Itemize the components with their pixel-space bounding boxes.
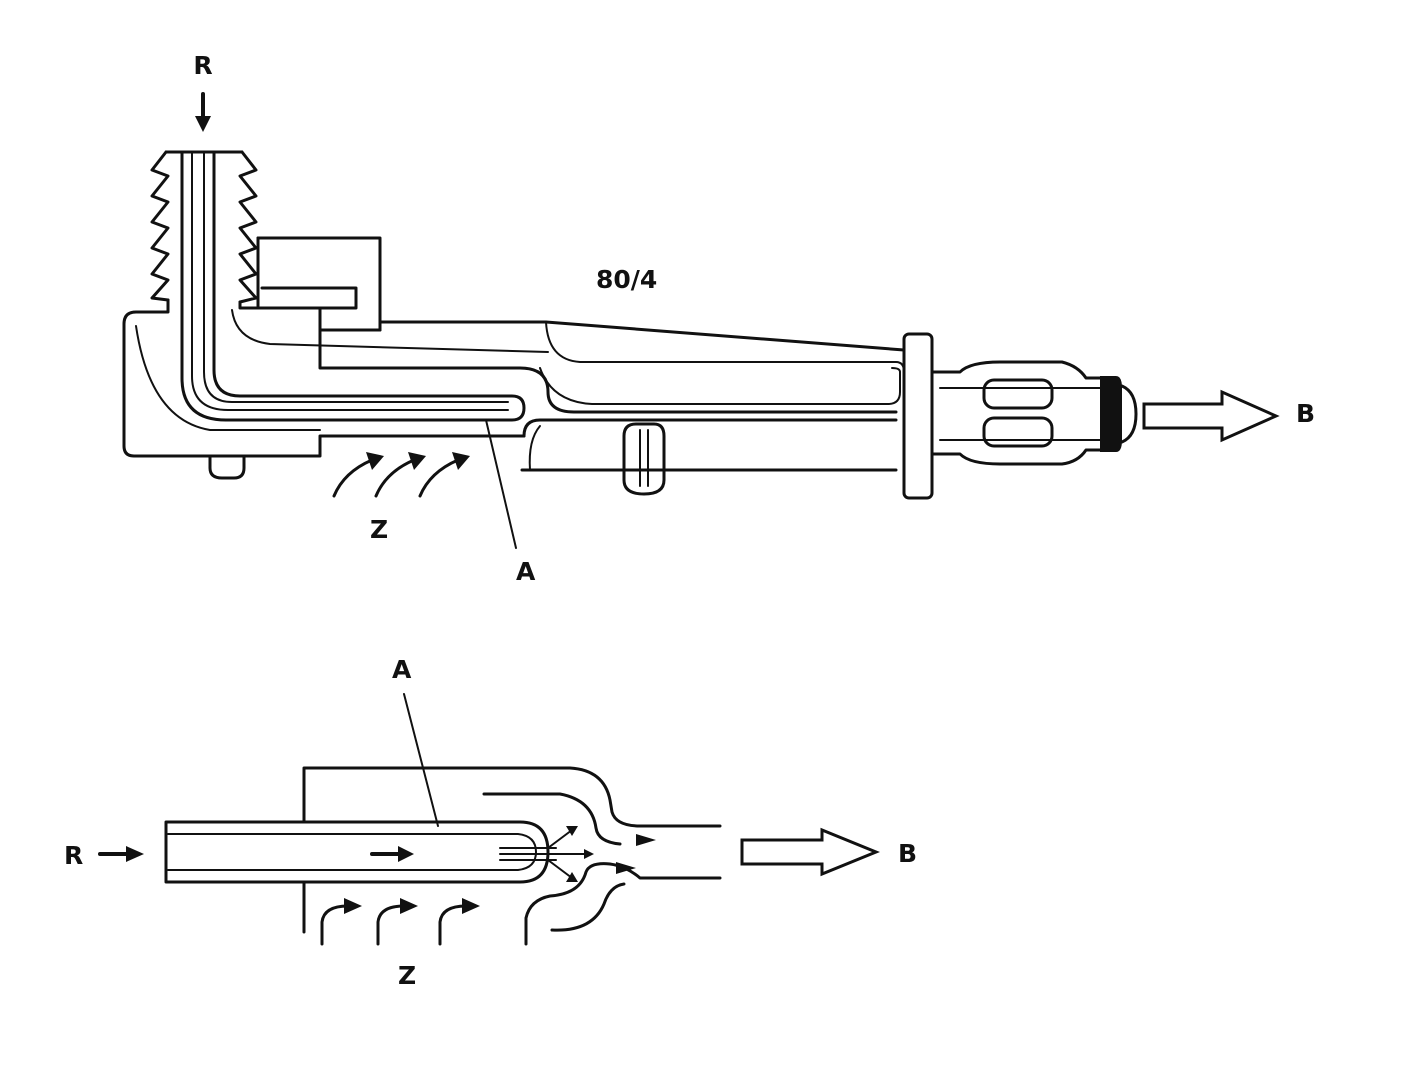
diffuser-inner-lower-wall bbox=[550, 882, 626, 932]
mounting-flange bbox=[902, 332, 934, 500]
suction-label-z-top: Z bbox=[370, 515, 388, 544]
outlet-arrow-top bbox=[1142, 389, 1280, 443]
outlet-arrow-detail bbox=[740, 827, 880, 877]
jet-pump-assembly-drawing: R bbox=[122, 51, 1315, 586]
outlet-coupling bbox=[930, 360, 1138, 466]
inlet-label-r-detail: R bbox=[64, 841, 83, 870]
valve-housing-block bbox=[256, 236, 382, 332]
feed-tube bbox=[180, 150, 526, 422]
inlet-arrow-top bbox=[195, 92, 211, 132]
jet-spray bbox=[499, 826, 594, 882]
outlet-label-b-detail: B bbox=[898, 839, 917, 868]
nozzle-leader-line-top bbox=[485, 419, 517, 549]
suction-label-z-detail: Z bbox=[398, 961, 416, 990]
inlet-label-r-top: R bbox=[193, 51, 212, 80]
inlet-arrow-detail bbox=[98, 846, 144, 862]
jet-pump-detail-section: A R bbox=[64, 655, 917, 990]
outlet-label-b-top: B bbox=[1296, 399, 1315, 428]
diffuser-inner-upper-wall bbox=[482, 792, 622, 846]
nozzle-label-a-detail: A bbox=[392, 655, 412, 684]
mixing-chamber-upper-wall bbox=[302, 766, 722, 828]
suction-arrows-detail bbox=[320, 898, 480, 946]
nozzle-leader-line-detail bbox=[403, 693, 439, 827]
flow-arrow-in-nozzle bbox=[370, 846, 414, 862]
suction-arrows-top bbox=[332, 452, 470, 498]
nozzle-label-a-top: A bbox=[516, 557, 536, 586]
figure-id: 80/4 bbox=[596, 265, 657, 294]
nozzle-tube bbox=[164, 820, 550, 884]
diffuser-lower-wall bbox=[524, 862, 722, 946]
